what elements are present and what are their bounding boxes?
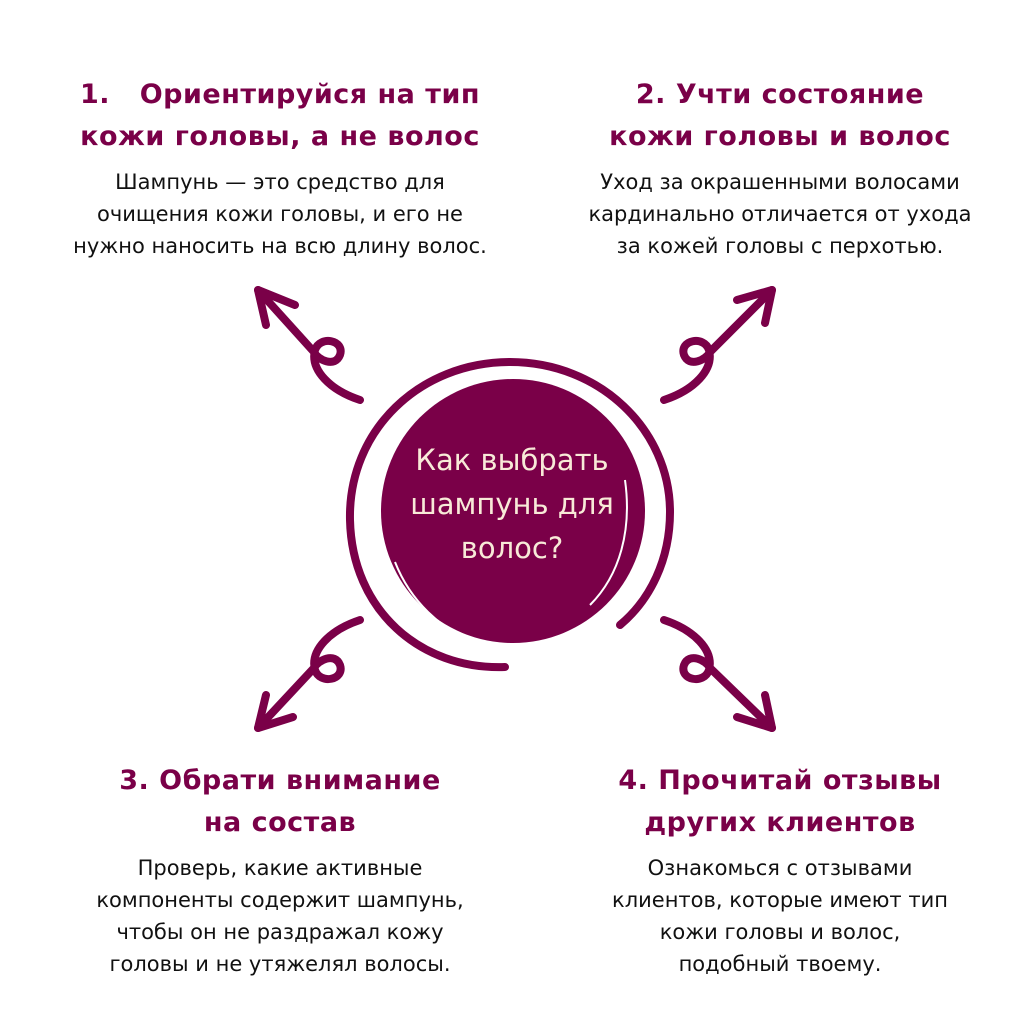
tip-title-line: 3. Обрати внимание (119, 765, 441, 796)
center-circle (381, 379, 645, 643)
tip-title-line: 4. Прочитай отзывы (618, 765, 942, 796)
tip-desc-line: кожи головы и волос, (659, 920, 901, 944)
tip-title: 4. Прочитай отзывы других клиентов (560, 760, 1000, 844)
arrow-down-right-icon (660, 616, 776, 732)
tip-title-line: 1. Ориентируйся на тип (79, 79, 481, 110)
tip-desc-line: за кожей головы с перхотью. (616, 234, 944, 258)
tip-desc-line: компоненты содержит шампунь, (96, 888, 464, 912)
tip-title: 1. Ориентируйся на тип кожи головы, а не… (40, 74, 520, 158)
tip-title: 3. Обрати внимание на состав (40, 760, 520, 844)
tip-desc-line: нужно наносить на всю длину волос. (73, 234, 487, 258)
tip-desc-line: клиентов, которые имеют тип (612, 888, 948, 912)
tip-desc-line: подобный твоему. (678, 952, 882, 976)
center-line: волос? (460, 531, 564, 565)
tip-desc-line: Уход за окрашенными волосами (600, 170, 960, 194)
tip-title-line: других клиентов (644, 807, 916, 838)
swirl-ring (345, 357, 675, 672)
arrow-up-right-icon (660, 286, 776, 404)
tip-desc-line: Шампунь — это средство для (115, 170, 445, 194)
arrow-up-left-icon (254, 286, 364, 404)
tip-desc-line: головы и не утяжелял волосы. (109, 952, 451, 976)
arrow-down-left-icon (254, 616, 364, 732)
tip-description: Ознакомься с отзывами клиентов, которые … (560, 852, 1000, 980)
center-question: Как выбрать шампунь для волос? (384, 438, 640, 570)
tip-title-line: 2. Учти состояние (635, 79, 925, 110)
tip-desc-line: чтобы он не раздражал кожу (116, 920, 444, 944)
tip-description: Проверь, какие активные компоненты содер… (40, 852, 520, 980)
tip-1: 1. Ориентируйся на тип кожи головы, а не… (40, 74, 520, 262)
tip-4: 4. Прочитай отзывы других клиентов Ознак… (560, 760, 1000, 980)
tip-description: Шампунь — это средство для очищения кожи… (40, 166, 520, 262)
tip-desc-line: очищения кожи головы, и его не (97, 202, 463, 226)
tip-2: 2. Учти состояние кожи головы и волос Ух… (560, 74, 1000, 262)
center-line: Как выбрать (415, 443, 609, 477)
tip-title: 2. Учти состояние кожи головы и волос (560, 74, 1000, 158)
tip-desc-line: Проверь, какие активные (137, 856, 423, 880)
tip-desc-line: Ознакомься с отзывами (647, 856, 913, 880)
tip-3: 3. Обрати внимание на состав Проверь, ка… (40, 760, 520, 980)
tip-title-line: на состав (203, 807, 357, 838)
tip-desc-line: кардинально отличается от ухода (588, 202, 972, 226)
tip-title-line: кожи головы и волос (609, 121, 951, 152)
tip-title-line: кожи головы, а не волос (80, 121, 480, 152)
center-line: шампунь для (410, 487, 614, 521)
tip-description: Уход за окрашенными волосами кардинально… (560, 166, 1000, 262)
